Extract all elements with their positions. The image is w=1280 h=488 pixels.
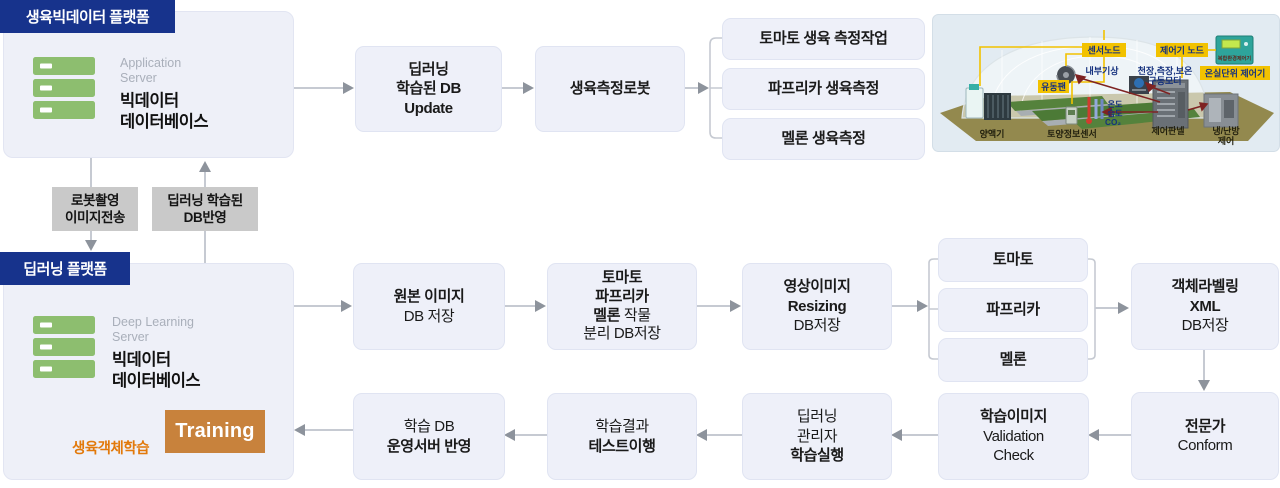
- unit-controller-tag: 온실단위 제어기: [1205, 68, 1265, 79]
- hvac-label-2: 제어: [1218, 135, 1235, 146]
- validation-check-box: 학습이미지 Validation Check: [938, 393, 1089, 480]
- bracket-connectors: [709, 37, 1096, 360]
- server-type: Deep Learning Server: [112, 315, 195, 344]
- nutrient-label: 양액기: [980, 128, 1005, 139]
- server-caption: Deep Learning Server 빅데이터 데이터베이스: [112, 315, 201, 391]
- measure-paprika-box: 파프리카 생육측정: [722, 68, 925, 110]
- test-result-box: 학습결과 테스트이행: [547, 393, 697, 480]
- server-title: 빅데이터 데이터베이스: [112, 351, 201, 390]
- soil-sensor-label: 토양정보센서: [1047, 128, 1097, 139]
- control-panel-label: 제어판넬: [1151, 125, 1184, 136]
- robot-image-transfer-label: 로봇촬영 이미지전송: [52, 187, 138, 231]
- expert-conform-box: 전문가 Conform: [1131, 392, 1279, 480]
- temp-label: 온도: [1107, 100, 1123, 109]
- sensor-wires: [979, 30, 1216, 104]
- deep-learning-platform-badge: 딥러닝 플랫폼: [0, 252, 130, 285]
- crop-split-db-box: 토마토 파프리카 멜론 작물 분리 DB저장: [547, 263, 697, 350]
- training-box: Training: [165, 410, 265, 453]
- deep-learning-db-update-box: 딥러닝 학습된 DB Update: [355, 46, 502, 132]
- soil-sensor-device: [1065, 106, 1078, 125]
- motor-label-1: 천장,측장,보온: [1138, 65, 1193, 76]
- motor-label-2: 구동모터: [1148, 75, 1181, 86]
- greenhouse-texts: 내부기상 천장,측장,보온 구동모터 온도 습도 CO₂ 양액기 토양정보센서 …: [980, 65, 1241, 146]
- server-title: 빅데이터 데이터베이스: [120, 92, 209, 131]
- humidity-label: 습도: [1107, 108, 1123, 118]
- controller-node-tag: 제어기 노드: [1160, 45, 1205, 56]
- bigdata-platform-badge: 생육빅데이터 플랫폼: [0, 0, 175, 33]
- inner-weather-label: 내부기상: [1085, 65, 1119, 76]
- admin-training-run-box: 딥러닝 관리자 학습실행: [742, 393, 892, 480]
- device-label: 복합환경제어기: [1218, 54, 1252, 62]
- growth-measure-robot-box: 생육측정로봇: [535, 46, 685, 132]
- hvac-label-1: 냉/난방: [1212, 125, 1240, 136]
- control-links: [1074, 73, 1209, 118]
- crop-item-tomato-box: 토마토: [938, 238, 1088, 282]
- greenhouse-illustration: 복합환경제어기: [932, 14, 1280, 152]
- measure-tomato-box: 토마토 생육 측정작업: [722, 18, 925, 60]
- drive-motor-device: [1129, 76, 1149, 94]
- hvac-unit-device: [1203, 93, 1239, 128]
- growth-object-learning-note: 생육객체학습: [72, 441, 150, 457]
- server-icon: [33, 316, 95, 378]
- thermometer-icons: [1086, 97, 1104, 124]
- image-resizing-db-box: 영상이미지 Resizing DB저장: [742, 263, 892, 350]
- co2-label: CO₂: [1105, 118, 1121, 127]
- trained-db-apply-label: 딥러닝 학습된 DB반영: [152, 187, 258, 231]
- arrow-heads: [85, 82, 1210, 441]
- crop-item-melon-box: 멜론: [938, 338, 1088, 382]
- control-panel-device: [1152, 79, 1189, 129]
- deploy-db-box: 학습 DB 운영서버 반영: [353, 393, 505, 480]
- server-icon: [33, 57, 95, 119]
- crop-item-paprika-box: 파프리카: [938, 288, 1088, 332]
- measure-melon-box: 멜론 생육측정: [722, 118, 925, 160]
- server-type: Application Server: [120, 56, 182, 85]
- original-image-db-box: 원본 이미지 DB 저장: [353, 263, 505, 350]
- env-controller-device: 복합환경제어기: [1215, 35, 1254, 65]
- server-caption: Application Server 빅데이터 데이터베이스: [120, 56, 209, 132]
- fan-tag: 유동팬: [1041, 81, 1066, 92]
- sensor-node-tag: 센서노드: [1087, 45, 1121, 56]
- nutrient-machine: [965, 84, 1011, 120]
- greenhouse-tags: 센서노드 제어기 노드 온실단위 제어기 유동팬: [1038, 43, 1270, 93]
- bigdata-platform-panel: [3, 11, 294, 158]
- object-labeling-xml-box: 객체라벨링 XML DB저장: [1131, 263, 1279, 350]
- greenhouse-image: 복합환경제어기: [932, 14, 1280, 152]
